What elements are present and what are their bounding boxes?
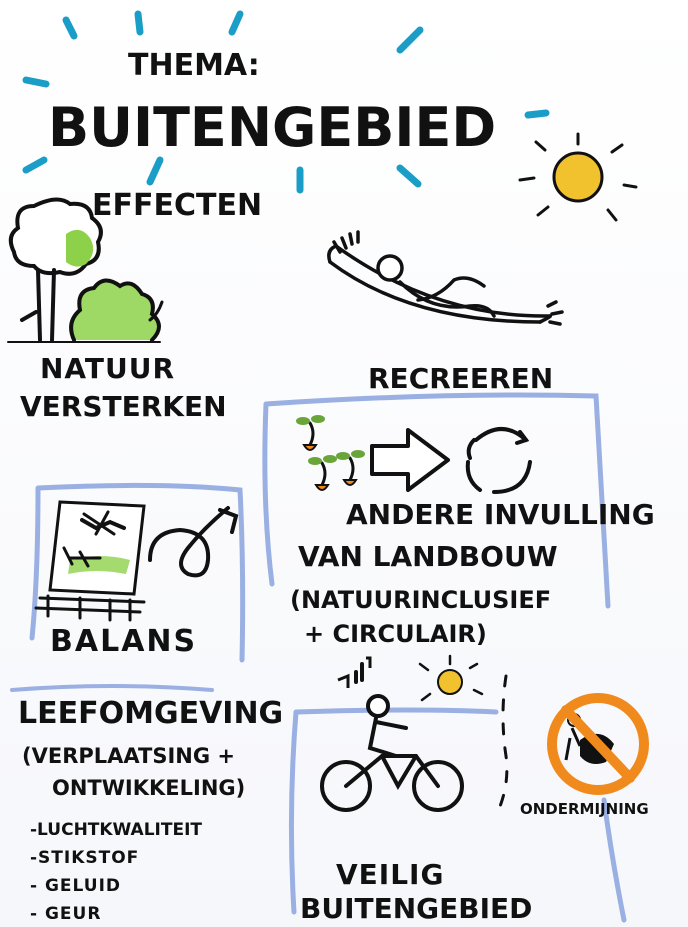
balans-frame [29,482,246,663]
leefomgeving-sub-1: (VERPLAATSING + [22,744,235,768]
bullet-luchtkwaliteit: -LUCHTKWALITEIT [30,820,202,840]
landbouw-line-1: ANDERE INVULLING [346,498,655,531]
bullet-geluid: - GELUID [30,876,122,896]
thema-label: THEMA: [128,48,260,83]
landbouw-frame [262,392,611,609]
sprout-icon [296,415,365,491]
header-rays [22,10,550,194]
leefomgeving-sub-2: ONTWIKKELING) [52,776,246,800]
landbouw-line-3: (NATUURINCLUSIEF [290,586,552,614]
landbouw-line-4: + CIRCULAIR) [304,620,487,648]
scale-icon [34,500,239,622]
page-title: BUITENGEBIED [48,96,497,159]
veilig-label-2: BUITENGEBIED [300,892,533,925]
forbidden-icon [547,693,649,795]
landbouw-line-2: VAN LANDBOUW [298,540,558,573]
music-note-icon [337,656,372,688]
effecten-label: EFFECTEN [92,188,263,223]
recreeren-label: RECREEREN [368,362,554,395]
natuur-label-1: NATUUR [40,352,176,385]
hammock-icon [327,230,564,326]
sun-icon [518,132,638,222]
veilig-frame [288,707,627,923]
leefomgeving-title: LEEFOMGEVING [18,696,284,731]
bicycle-icon [320,662,464,812]
leefomgeving-frame [10,684,214,692]
arrow-right-icon [370,428,450,492]
small-sun-icon [418,654,509,818]
ondermijning-label: ONDERMIJNING [520,800,649,818]
bullet-geur: - GEUR [30,904,102,924]
tree-icon [8,197,103,342]
bush-icon [7,278,164,343]
cycle-icon [465,427,532,494]
natuur-label-2: VERSTERKEN [20,390,227,423]
balans-label: BALANS [50,624,198,659]
veilig-label-1: VEILIG [336,858,445,891]
bullet-stikstof: -STIKSTOF [30,848,140,868]
